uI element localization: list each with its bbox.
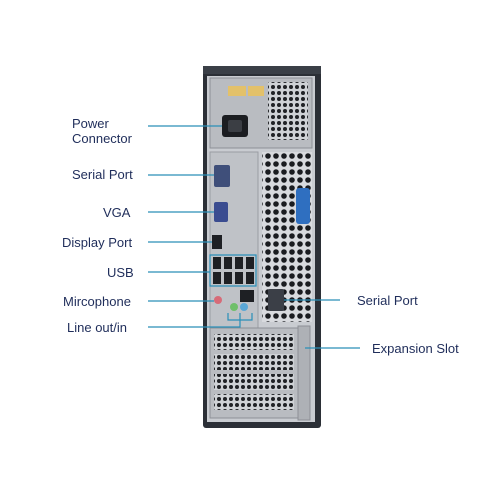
psu-yellow-sticker-2	[248, 86, 264, 96]
label-display-port: Display Port	[62, 235, 133, 250]
case-top-rim	[203, 66, 321, 74]
label-serial-port-left: Serial Port	[72, 167, 133, 182]
label-expansion-slot: Expansion Slot	[372, 341, 459, 356]
ethernet-port	[240, 290, 254, 302]
line-in-jack	[240, 303, 248, 311]
label-usb: USB	[107, 265, 134, 280]
serial-port-left-connector	[214, 165, 230, 187]
line-out-jack	[230, 303, 238, 311]
serial-port-right-connector	[268, 289, 284, 311]
display-port-connector	[212, 235, 222, 249]
blue-latch	[296, 188, 310, 224]
microphone-jack	[214, 296, 222, 304]
label-line-out-in: Line out/in	[67, 320, 127, 335]
label-vga: VGA	[103, 205, 131, 220]
callout-lines	[148, 125, 360, 349]
label-power-connector: Power Connector	[72, 116, 132, 146]
psu-yellow-sticker-1	[228, 86, 246, 96]
expansion-slot-1	[214, 334, 294, 350]
expansion-slot-2	[214, 354, 294, 370]
expansion-slot-4	[214, 394, 294, 410]
label-serial-port-right: Serial Port	[357, 293, 418, 308]
psu-fan-grill	[268, 82, 308, 140]
expansion-slot-bracket	[297, 325, 311, 421]
label-microphone: Mircophone	[63, 294, 131, 309]
expansion-slot-3	[214, 374, 294, 390]
vga-connector	[214, 202, 228, 222]
